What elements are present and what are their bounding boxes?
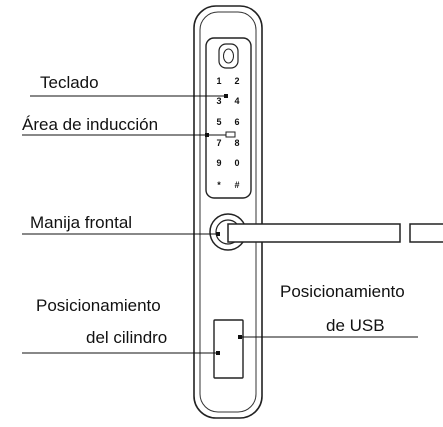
key-5: 5 [216, 117, 221, 127]
cylinder-slot [213, 319, 244, 379]
leader-usb-dot [238, 335, 242, 339]
key-0: 0 [234, 158, 239, 168]
label-front-handle: Manija frontal [30, 213, 133, 232]
label-induction-area: Área de inducción [22, 115, 159, 134]
key-7: 7 [216, 138, 221, 148]
leader-induction-dot [205, 133, 209, 137]
lock-body-inner-outline [199, 11, 257, 413]
keypad-panel [205, 37, 252, 199]
label-usb-position-line1: Posicionamiento [280, 282, 405, 301]
key-hash: # [234, 180, 239, 190]
key-8: 8 [234, 138, 239, 148]
leader-keypad-dot [224, 94, 228, 98]
fingerprint-icon [223, 48, 234, 64]
key-6: 6 [234, 117, 239, 127]
key-9: 9 [216, 158, 221, 168]
leader-cylinder-dot [216, 351, 220, 355]
key-3: 3 [216, 96, 221, 106]
label-usb-position-line2: de USB [326, 316, 385, 335]
handle-lever [227, 223, 401, 243]
handle-end [409, 223, 443, 243]
label-cylinder-position-line1: Posicionamiento [36, 296, 161, 315]
label-cylinder-position-line2: del cilindro [86, 328, 168, 347]
key-2: 2 [234, 76, 239, 86]
leader-handle-dot [216, 232, 220, 236]
label-keypad: Teclado [40, 73, 99, 92]
key-star: * [217, 180, 221, 190]
key-4: 4 [234, 96, 239, 106]
fingerprint-sensor [218, 43, 239, 69]
key-1: 1 [216, 76, 221, 86]
